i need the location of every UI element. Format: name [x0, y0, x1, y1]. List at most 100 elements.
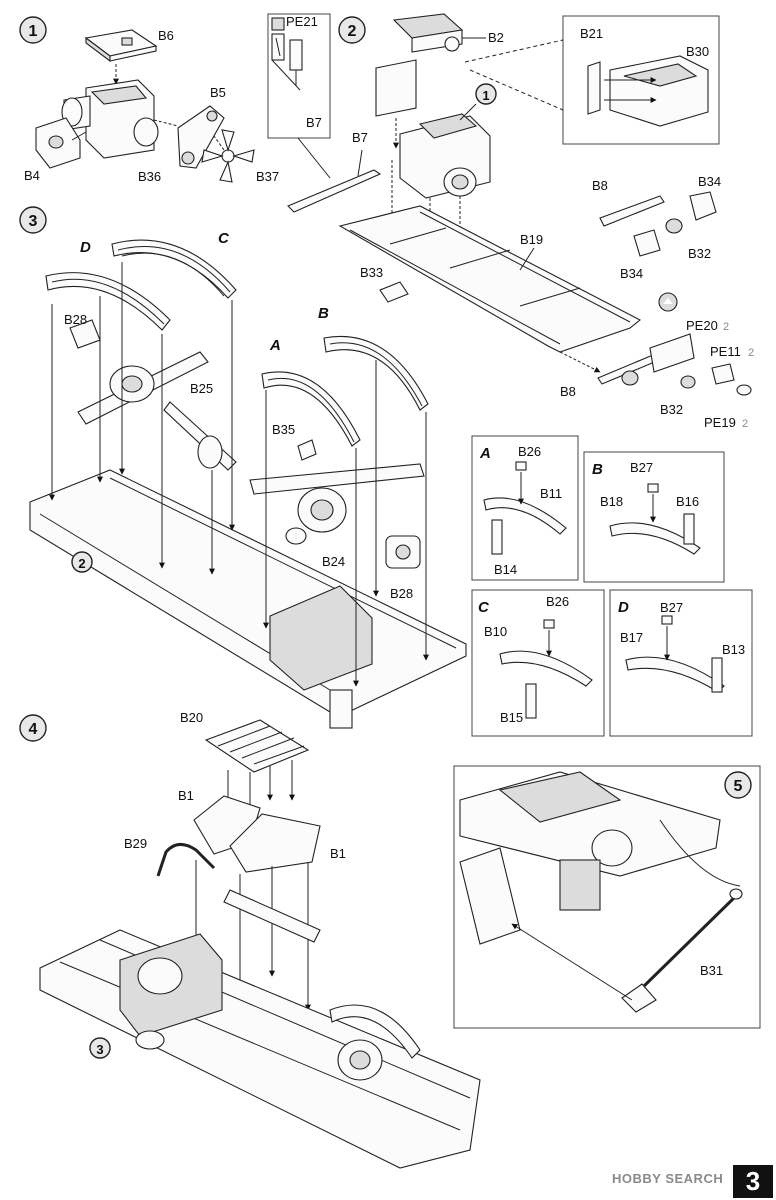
sub-a-b14: B14	[494, 562, 517, 577]
sub-b-b18: B18	[600, 494, 623, 509]
qty-pe20: 2	[723, 321, 729, 333]
label-b32-lower: B32	[660, 402, 683, 417]
step-3: 3 C D A B B28	[19, 206, 467, 729]
step-5-detail	[459, 771, 741, 945]
sub-c-b10: B10	[484, 624, 507, 639]
step-5: 5 B31	[453, 765, 761, 1029]
frame-assembly	[29, 469, 467, 729]
label-b7-inset: B7	[306, 115, 322, 130]
step-1-number: 1	[29, 23, 38, 40]
ref-3-marker	[89, 1037, 111, 1059]
step-2: 2 PE21 B7 B7 B2 1	[267, 13, 754, 430]
label-b25: B25	[190, 381, 213, 396]
subassembly-b: B B27 B18 B16	[583, 451, 725, 583]
qty-pe11: 2	[748, 347, 754, 359]
label-b8-lower: B8	[560, 384, 576, 399]
label-b32-upper: B32	[688, 246, 711, 261]
part-b5-belt	[177, 105, 225, 169]
label-b33: B33	[360, 265, 383, 280]
sub-b-b16: B16	[676, 494, 699, 509]
part-b31-rod	[621, 888, 743, 1013]
step-1-marker	[19, 16, 47, 44]
part-b36-engine	[61, 79, 159, 159]
sub-b-letter: B	[592, 461, 603, 478]
part-b25-driveshaft	[163, 401, 237, 471]
ref-1-number: 1	[482, 88, 489, 103]
label-pe11: PE11	[710, 344, 741, 359]
step-4-number: 4	[29, 721, 38, 738]
label-b7: B7	[352, 130, 368, 145]
label-b2: B2	[488, 30, 504, 45]
part-b20-plate	[204, 719, 310, 773]
spring-a	[261, 371, 361, 447]
sub-d-b13: B13	[722, 642, 745, 657]
sub-a-letter: A	[479, 445, 491, 462]
label-b24: B24	[322, 554, 345, 569]
step-3-marker	[19, 206, 47, 234]
part-b37-fan	[201, 129, 255, 183]
sub-d-b17: B17	[620, 630, 643, 645]
part-b19-frame	[338, 205, 642, 353]
label-b34-upper: B34	[698, 174, 721, 189]
label-b28-right: B28	[390, 586, 413, 601]
step-2-number: 2	[348, 23, 357, 40]
step-5-number: 5	[734, 778, 743, 795]
part-b7-rail	[287, 169, 382, 213]
sub-c-b15: B15	[500, 710, 523, 725]
step-3-arrows	[49, 262, 429, 687]
step-2-marker	[338, 16, 366, 44]
label-b34-lower: B34	[620, 266, 643, 281]
front-axle	[77, 351, 209, 425]
label-b8-upper: B8	[592, 178, 608, 193]
spring-label-d: D	[80, 239, 91, 256]
subassembly-d: D B27 B17 B13	[609, 589, 753, 737]
label-b5: B5	[210, 85, 226, 100]
part-b4	[35, 117, 81, 169]
spring-label-c: C	[218, 230, 230, 247]
ref-2-number: 2	[78, 556, 85, 571]
step-5-marker	[724, 771, 752, 799]
label-b4: B4	[24, 168, 40, 183]
step-4-marker	[19, 714, 47, 742]
spring-b	[323, 335, 429, 411]
ref-1-marker	[475, 83, 497, 105]
label-b1-left: B1	[178, 788, 194, 803]
part-b24-rear-axle	[249, 463, 425, 545]
sub-a-b11: B11	[540, 486, 562, 501]
part-b28-right	[385, 535, 421, 569]
part-b35	[297, 439, 317, 461]
spring-d	[45, 272, 171, 331]
label-b21: B21	[580, 26, 603, 41]
label-b1-right: B1	[330, 846, 346, 861]
page-number-badge: 3	[733, 1165, 773, 1198]
part-b2-radiator	[375, 13, 464, 117]
label-b6: B6	[158, 28, 174, 43]
engine-assembly	[399, 103, 491, 199]
chassis-assembly-4	[39, 889, 481, 1169]
step-1: 1 B6 B4 B36	[19, 16, 279, 184]
part-b8-upper	[599, 191, 717, 257]
spring-c	[111, 239, 237, 299]
subassembly-c: C B26 B10 B15	[471, 589, 605, 737]
sub-a-b26: B26	[518, 444, 541, 459]
label-b28-left: B28	[64, 312, 87, 327]
sub-c-b26: B26	[546, 594, 569, 609]
sub-b-b27: B27	[630, 460, 653, 475]
label-b35: B35	[272, 422, 295, 437]
label-pe21: PE21	[286, 14, 318, 29]
part-b6-cover	[84, 29, 158, 63]
sub-d-b27: B27	[660, 600, 683, 615]
label-b36: B36	[138, 169, 161, 184]
spring-label-b: B	[318, 305, 329, 322]
spring-label-a: A	[269, 337, 281, 354]
label-pe19: PE19	[704, 415, 736, 430]
label-b29: B29	[124, 836, 147, 851]
label-pe20: PE20	[686, 318, 718, 333]
sub-d-letter: D	[618, 599, 629, 616]
qty-pe19: 2	[742, 418, 748, 430]
ref-2-marker	[71, 551, 93, 573]
ref-3-number: 3	[96, 1042, 103, 1057]
sub-c-letter: C	[478, 599, 490, 616]
label-b31: B31	[700, 963, 723, 978]
